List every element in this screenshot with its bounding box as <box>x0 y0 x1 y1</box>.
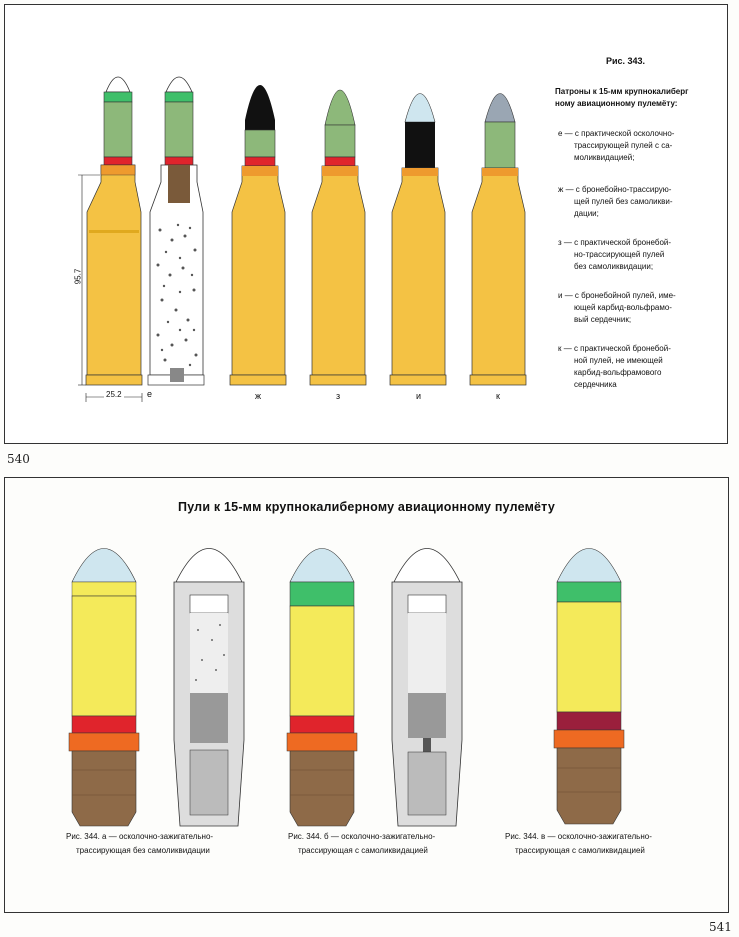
page-number-541: 541 <box>709 920 732 934</box>
caption-item-k-2: ной пулей, не имеющей <box>574 356 663 365</box>
cartridge-e <box>85 76 143 386</box>
cartridge-label-i: и <box>416 391 422 401</box>
caption-item-i-3: вый сердечник; <box>574 315 632 324</box>
caption-item-z-1: з — с практической бронебой- <box>558 238 672 247</box>
bullet-v <box>553 548 625 825</box>
caption-item-k-4: сердечника <box>574 380 617 389</box>
caption-heading-line-1: Патроны к 15-мм крупнокалиберг <box>555 87 689 96</box>
caption-item-k-3: карбид-вольфрамового <box>574 368 662 377</box>
caption-item-zh-2: щей пулей без самоликви- <box>574 197 673 206</box>
caption-344v-line-1: Рис. 344. в — осколочно-зажигательно- <box>505 832 652 841</box>
caption-item-e-1: е — с практической осколочно- <box>558 129 675 138</box>
figure-title: Рис. 343. <box>606 56 646 66</box>
caption-344b-line-1: Рис. 344. б — осколочно-зажигательно- <box>288 832 436 841</box>
cartridge-zh <box>229 85 287 386</box>
caption-344a-line-1: Рис. 344. а — осколочно-зажигательно- <box>66 832 214 841</box>
bullet-b <box>286 548 358 827</box>
cartridge-label-zh: ж <box>255 391 262 401</box>
bullet-a-cutaway <box>173 548 245 827</box>
page-number-540: 540 <box>7 452 30 466</box>
dimension-width-label: 25.2 <box>104 390 124 399</box>
bullet-a <box>68 548 140 827</box>
cartridge-label-e: е <box>147 389 153 399</box>
caption-item-zh-1: ж — с бронебойно-трассирую- <box>558 185 672 194</box>
caption-item-zh-3: дации; <box>574 209 599 218</box>
caption-344v-line-2: трассирующая с самоликвидацией <box>515 846 645 855</box>
cartridge-k <box>469 93 527 386</box>
cartridge-e-cutaway <box>147 76 205 386</box>
page-541-figure: Пули к 15-мм крупнокалиберному авиационн… <box>4 477 729 913</box>
caption-item-e-2: трассирующей пулей с са- <box>574 141 673 150</box>
caption-item-i-1: и — с бронебойной пулей, име- <box>558 291 676 300</box>
caption-item-e-3: моликвидацией; <box>574 153 635 162</box>
bullet-b-cutaway <box>391 548 463 827</box>
caption-item-z-3: без самоликвидации; <box>574 262 654 271</box>
caption-344b-line-2: трассирующая с самоликвидацией <box>298 846 428 855</box>
cartridge-i <box>389 93 447 386</box>
cartridge-label-k: к <box>496 391 500 401</box>
cartridge-label-z: з <box>336 391 341 401</box>
dimension-length-label: 95.7 <box>73 268 83 285</box>
cartridge-z <box>309 89 367 386</box>
page-title: Пули к 15-мм крупнокалиберному авиационн… <box>178 500 555 514</box>
caption-344a-line-2: трассирующая без самоликвидации <box>76 846 210 855</box>
caption-item-k-1: к — с практической бронебой- <box>558 344 671 353</box>
caption-heading-line-2: ному авиационному пулемёту: <box>555 99 678 108</box>
caption-item-i-2: ющей карбид-вольфрамо- <box>574 303 672 312</box>
caption-item-z-2: но-трассирующей пулей <box>574 250 665 259</box>
